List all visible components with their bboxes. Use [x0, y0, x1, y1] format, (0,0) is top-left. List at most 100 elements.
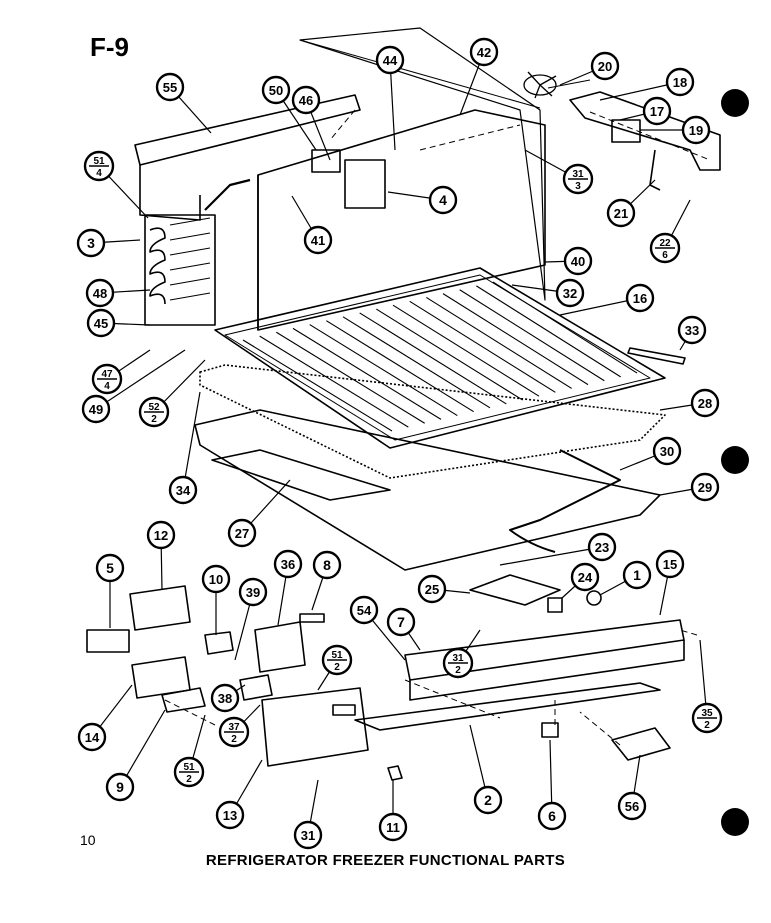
callout-label: 42: [477, 45, 491, 60]
timer-12: [129, 585, 191, 631]
callout-label: 18: [673, 75, 687, 90]
callout-label: 45: [94, 316, 108, 331]
callout-label: 30: [660, 444, 674, 459]
light-housing-25: [469, 574, 561, 606]
callout-label: 14: [85, 730, 100, 745]
cover-plate-56: [611, 727, 671, 761]
callout-40: 40: [544, 246, 593, 276]
punch-hole: [721, 89, 749, 117]
callout-circle: [690, 472, 720, 502]
callout-50: 50: [261, 75, 317, 151]
fraction-bottom: 4: [96, 168, 102, 179]
callout-label: 40: [571, 254, 585, 269]
fraction-top: 31: [572, 169, 584, 180]
grille-slat: [376, 308, 523, 401]
callout-label: 38: [218, 691, 232, 706]
grille-slat: [426, 297, 572, 389]
callout-13: 13: [215, 759, 263, 830]
fraction-top: 37: [228, 722, 240, 733]
callout-55: 55: [155, 72, 212, 134]
callout-circle: [155, 72, 185, 102]
callout-16: 16: [559, 283, 655, 316]
top-panel: [299, 27, 546, 301]
callout-label: 44: [383, 53, 398, 68]
callout-label: 10: [209, 572, 223, 587]
fraction-bottom: 2: [151, 414, 157, 425]
callout-label: 55: [163, 80, 177, 95]
fraction-bottom: 2: [186, 774, 192, 785]
fraction-callout-37-2: 372: [218, 704, 261, 748]
callout-49: 49: [81, 349, 186, 424]
callout-circle: [625, 283, 655, 313]
callout-circle: [95, 553, 125, 583]
bracket-36: [254, 621, 306, 673]
callout-circle: [652, 436, 682, 466]
fraction-top: 51: [331, 650, 343, 661]
fraction-bottom: 3: [575, 181, 581, 192]
callout-label: 2: [484, 792, 492, 808]
fraction-top: 35: [701, 708, 713, 719]
callout-label: 17: [650, 104, 664, 119]
callout-3: 3: [76, 228, 141, 258]
callout-54: 54: [349, 595, 406, 661]
callout-5: 5: [95, 553, 125, 628]
fraction-callout-35-2: 352: [691, 639, 723, 734]
fraction-callout-47-4: 474: [91, 349, 151, 395]
leader-line: [119, 709, 166, 788]
assembly-lines: [164, 109, 711, 746]
callout-circle: [665, 67, 695, 97]
socket-24: [547, 597, 563, 613]
punch-hole: [721, 808, 749, 836]
callout-circle: [606, 198, 636, 228]
punch-hole: [721, 446, 749, 474]
knob-11: [387, 765, 403, 781]
callout-36: 36: [273, 549, 303, 626]
callout-32: 32: [511, 278, 585, 308]
fraction-bottom: 2: [334, 662, 340, 673]
grille-slat: [409, 300, 556, 393]
callout-label: 4: [439, 192, 447, 208]
callout-label: 39: [246, 585, 260, 600]
callout-8: 8: [311, 550, 342, 611]
callout-circle: [587, 532, 617, 562]
callout-label: 27: [235, 526, 249, 541]
callout-label: 32: [563, 286, 577, 301]
lamp-8: [299, 613, 325, 623]
callout-33: 33: [677, 315, 707, 351]
callout-label: 15: [663, 557, 677, 572]
callout-27: 27: [227, 479, 291, 548]
callout-circle: [303, 225, 333, 255]
page-code: F-9: [90, 32, 129, 62]
fraction-callout-51-2b: 512: [173, 714, 206, 788]
callout-12: 12: [146, 520, 176, 591]
grille-slat: [276, 331, 425, 424]
callout-label: 56: [625, 799, 639, 814]
callout-20: 20: [559, 51, 620, 86]
fraction-top: 22: [659, 238, 671, 249]
callout-label: 25: [425, 582, 439, 597]
callout-circle: [81, 394, 111, 424]
callout-circle: [590, 51, 620, 81]
leader-line: [95, 349, 186, 410]
fraction-callout-22-6: 226: [649, 199, 691, 264]
callout-label: 31: [301, 828, 315, 843]
callout-41: 41: [291, 195, 333, 255]
callout-label: 36: [281, 557, 295, 572]
callout-circle: [168, 475, 198, 505]
sensor-6: [541, 722, 559, 738]
fraction-bottom: 2: [231, 734, 237, 745]
bracket-5: [86, 629, 130, 653]
callout-circle: [227, 518, 257, 548]
callout-circle: [238, 577, 268, 607]
callout-circle: [261, 75, 291, 105]
control-panel-13: [261, 687, 369, 767]
leader-fan-blade: [547, 79, 591, 89]
callout-9: 9: [105, 709, 166, 802]
callout-label: 21: [614, 206, 628, 221]
callout-label: 7: [397, 614, 405, 630]
control-housing-front: [409, 640, 685, 701]
fraction-top: 51: [183, 762, 195, 773]
clip-38: [239, 674, 273, 701]
